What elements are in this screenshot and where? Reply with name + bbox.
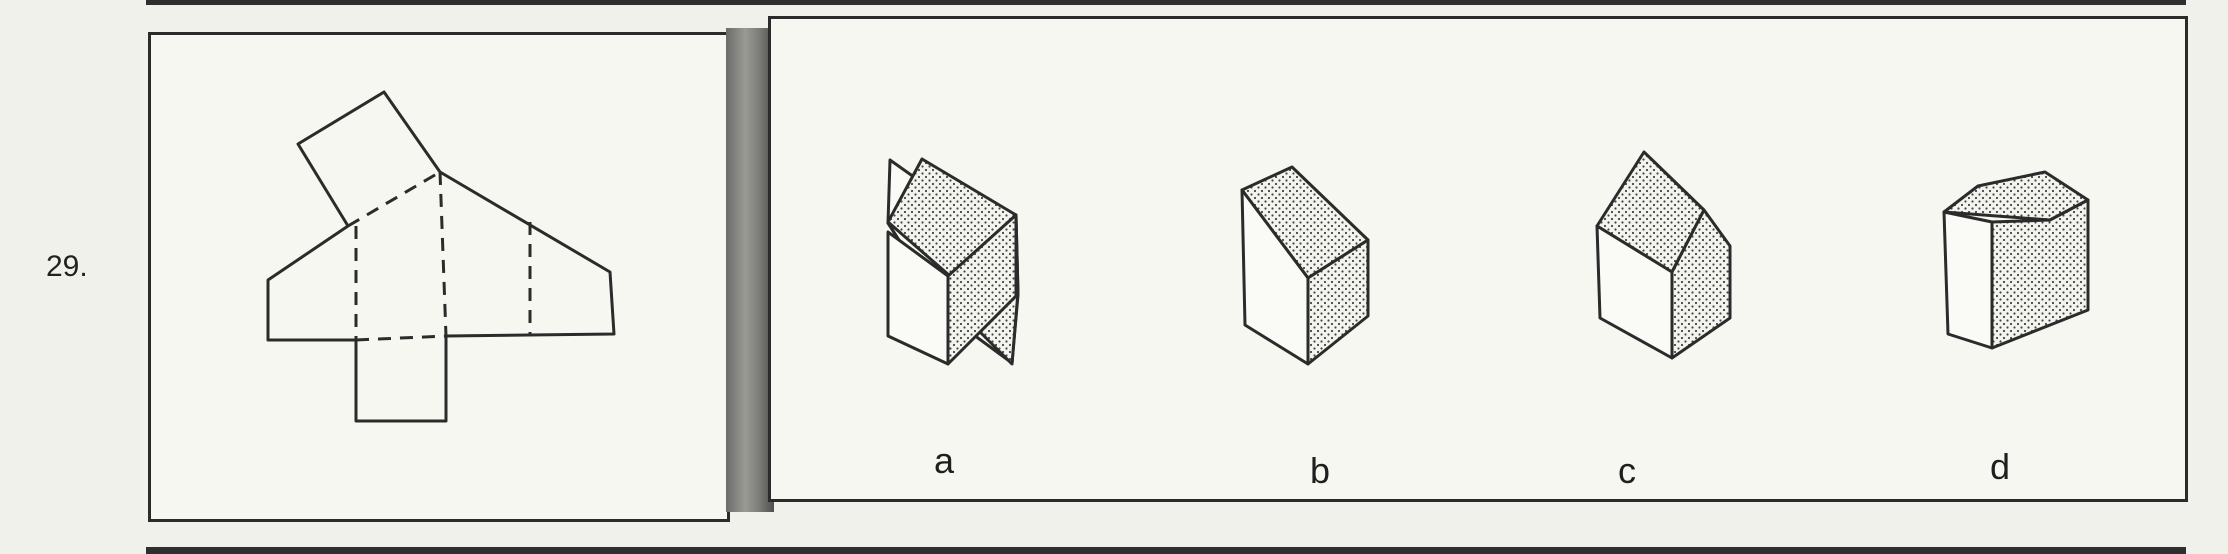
option-d-solid bbox=[1942, 170, 2090, 350]
net-fold-5 bbox=[355, 334, 447, 342]
option-a-label[interactable]: a bbox=[934, 440, 955, 481]
bottom-rule bbox=[146, 547, 2186, 554]
net-panel bbox=[148, 32, 730, 522]
option-b-solid bbox=[1240, 165, 1370, 366]
question-number: 29. bbox=[46, 250, 88, 283]
option-c-solid bbox=[1595, 150, 1732, 360]
option-a-solid bbox=[886, 157, 1020, 366]
option-c-label[interactable]: c bbox=[1618, 450, 1636, 491]
net-fold-3 bbox=[438, 171, 448, 337]
option-b-label[interactable]: b bbox=[1310, 450, 1331, 491]
net-diagram bbox=[266, 90, 616, 423]
top-rule bbox=[146, 0, 2186, 5]
net-fold-1 bbox=[347, 170, 441, 228]
option-d-label[interactable]: d bbox=[1990, 446, 2011, 487]
net-outline bbox=[266, 90, 616, 423]
panel-divider bbox=[726, 28, 774, 512]
